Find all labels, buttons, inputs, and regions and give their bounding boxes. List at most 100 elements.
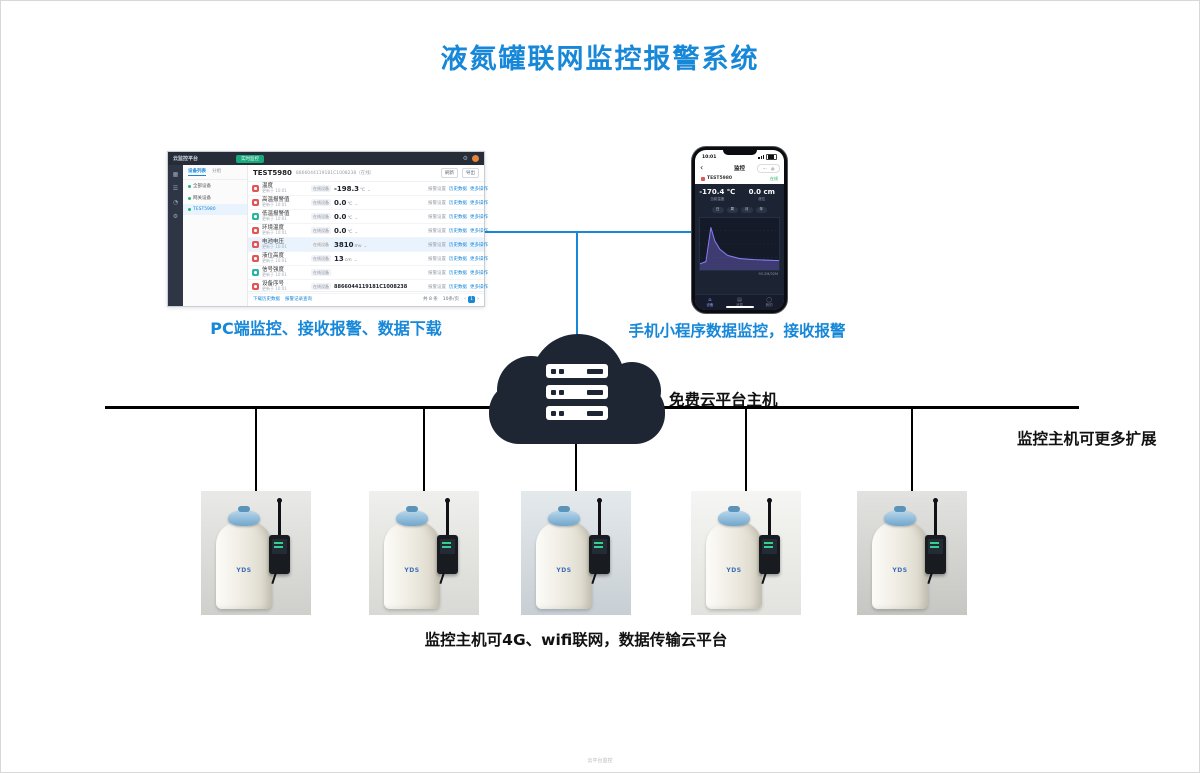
pc-caption: PC端监控、接收报警、数据下载 [210,319,442,338]
tree-item-gateway[interactable]: 网关设备 [183,192,247,204]
tanks-caption: 监控主机可4G、wifi联网，数据传输云平台 [424,631,728,649]
user-icon: ◯ [766,297,772,303]
table-row: 设备序号更新于 10:01 在线设备 8866044119181C1008238… [248,280,488,294]
phone-device-row[interactable]: TEST5980 在线 [695,173,784,184]
more-actions-link[interactable]: 更多操作 [470,256,488,262]
phone-nav-bar: ‹ 监控 ⋯ ◎ [695,162,784,173]
more-actions-link[interactable]: 更多操作 [470,228,488,234]
more-actions-link[interactable]: 更多操作 [470,214,488,220]
more-actions-link[interactable]: 更多操作 [470,270,488,276]
history-link[interactable]: 历史数据 [449,270,467,276]
more-actions-link[interactable]: 更多操作 [470,284,488,290]
antenna [767,498,772,537]
battery-icon [766,153,777,161]
refresh-button[interactable]: 刷新 [441,168,458,178]
tank-lid [228,506,260,526]
sensor-value: 0.0℃ [334,199,422,207]
status-badge: 在线设备 [311,269,331,276]
home-icon: ⌂ [708,297,712,303]
home-indicator [725,305,754,308]
more-dots-icon[interactable]: ⋯ [762,165,767,171]
tank-body: YDS [872,521,928,609]
tank-body: YDS [216,521,272,609]
pc-topbar: 云监控平台 实时监控 ⚙ [168,152,484,165]
pc-monitor-button[interactable]: 实时监控 [236,154,265,163]
status-badge: 在线设备 [311,283,331,290]
sensor-value: 13cm [334,255,422,263]
avatar[interactable] [472,155,479,162]
prev-page-icon[interactable]: ‹ [464,296,466,302]
export-button[interactable]: 导出 [462,168,479,178]
grid-icon[interactable]: ▦ [172,171,179,178]
alarm-bell-icon [252,241,259,248]
history-link[interactable]: 历史数据 [449,284,467,290]
close-circle-icon[interactable]: ◎ [771,165,775,171]
alarm-bell-icon [252,227,259,234]
table-row: 信号强度更新于 10:01 在线设备 报警设置 历史数据 更多操作 [248,266,488,280]
monitor-device [589,535,610,574]
download-history-link[interactable]: 下载历史数据 [253,297,280,302]
tank-body: YDS [536,521,592,609]
sensor-bell-icon [252,213,259,220]
cloud-server-icon [489,334,665,444]
nitrogen-tank-photo: YDS [201,491,311,615]
phone-mockup: 10:01 ‹ 监控 ⋯ ◎ TEST5980 在线 [691,146,788,314]
tank-drop-line [423,408,425,494]
blue-connector-horizontal [485,231,693,233]
history-link[interactable]: 历史数据 [449,200,467,206]
phone-status-bar: 10:01 [695,150,784,162]
clock-text: 10:01 [702,154,717,160]
history-link[interactable]: 历史数据 [449,214,467,220]
range-day[interactable]: 日 [712,207,724,213]
footer-watermark: 云平台监控 [587,758,613,764]
menu-icon[interactable]: ☰ [172,185,179,192]
clock-icon[interactable]: ◔ [172,199,179,206]
tank-lid [396,506,428,526]
tab-devices[interactable]: ⌂ 设备 [706,297,714,307]
more-actions-link[interactable]: 更多操作 [470,186,488,192]
alarm-bell-icon [252,199,259,206]
antenna [445,498,450,537]
next-page-icon[interactable]: › [477,296,479,302]
settings-icon[interactable]: ⚙ [172,213,179,220]
tree-item-device-selected[interactable]: TEST5980 [183,204,247,215]
history-link[interactable]: 历史数据 [449,186,467,192]
phone-notch [722,150,757,155]
online-dot-icon [188,208,191,211]
more-actions-link[interactable]: 更多操作 [470,242,488,248]
miniprogram-capsule[interactable]: ⋯ ◎ [757,164,780,173]
more-actions-link[interactable]: 更多操作 [470,200,488,206]
tab-device-list[interactable]: 设备列表 [188,169,206,176]
sensor-value: 3810mv [334,241,422,249]
tank-lid [548,506,580,526]
history-link[interactable]: 历史数据 [449,242,467,248]
range-week[interactable]: 周 [726,207,738,213]
nitrogen-tank-photo: YDS [857,491,967,615]
tab-profile[interactable]: ◯ 我的 [765,297,773,307]
tank-drop-line [745,408,747,494]
phone-dark-panel: -170.4 ℃ 当前温度 0.0 cm 液位 日 周 月 年 [695,184,784,310]
history-link[interactable]: 历史数据 [449,256,467,262]
range-buttons: 日 周 月 年 [695,205,784,215]
range-month[interactable]: 月 [741,207,753,213]
gear-icon[interactable]: ⚙ [462,155,468,162]
range-year[interactable]: 年 [755,207,767,213]
tree-item-all-devices[interactable]: 全部设备 [183,180,247,192]
device-title: TEST5980 [253,169,292,177]
tab-messages[interactable]: ▤ 消息 [736,297,743,307]
antenna [277,498,282,537]
pc-device-panel: 设备列表 分组 全部设备 网关设备 TEST5980 [183,165,248,306]
tab-groups[interactable]: 分组 [212,169,221,174]
tank-lid [718,506,750,526]
page-number[interactable]: 1 [468,295,475,303]
alarm-records-link[interactable]: 报警记录查询 [285,297,312,302]
back-icon[interactable]: ‹ [700,163,704,172]
history-link[interactable]: 历史数据 [449,228,467,234]
pc-footer: 下载历史数据 报警记录查询 共 8 条 10条/页 ‹ 1 › [248,291,484,306]
per-page-select[interactable]: 10条/页 [442,297,459,302]
